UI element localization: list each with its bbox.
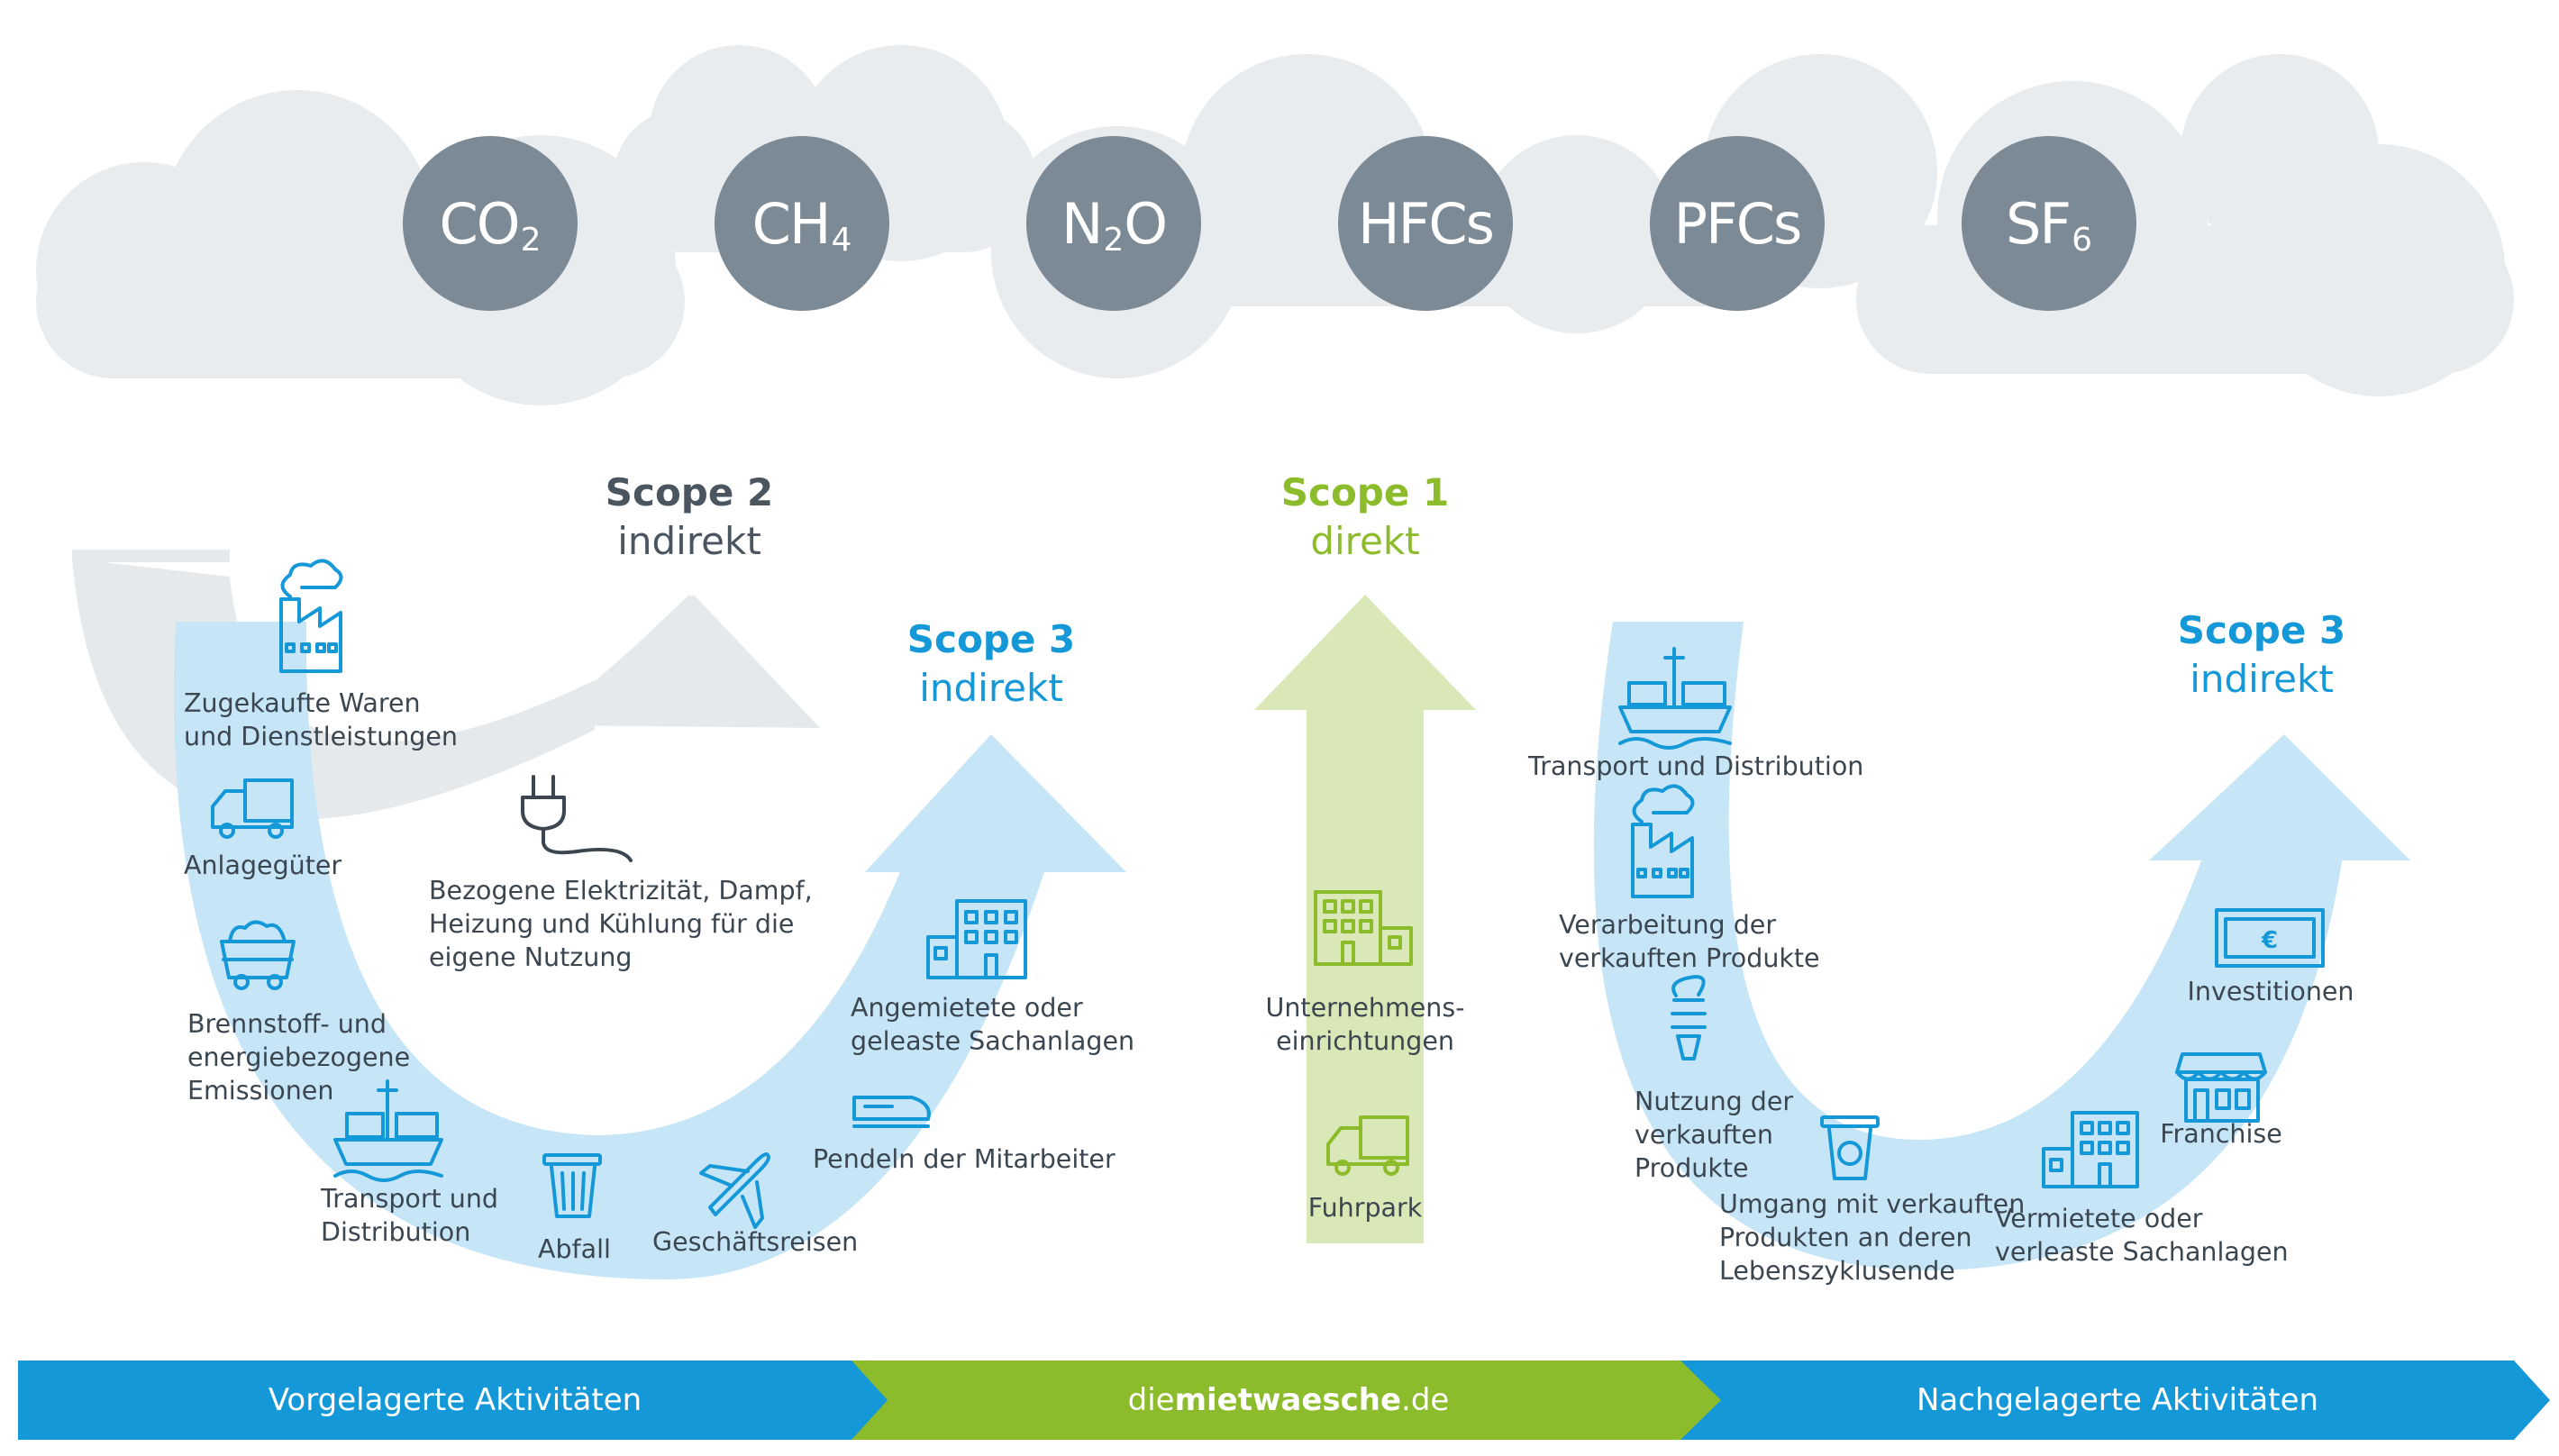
label-investitionen: Investitionen [2187, 977, 2354, 1006]
label-anlagegueter: Anlagegüter [184, 851, 342, 880]
brand-logo-text: diemietwaesche.de [892, 1360, 1685, 1440]
company-building-icon [1314, 890, 1413, 966]
scope1-title: Scope 1 [1280, 470, 1450, 514]
scope3-downstream-subtitle: indirekt [2190, 657, 2334, 701]
label-transport-downstream: Transport und Distribution [1528, 751, 1864, 781]
label-abfall: Abfall [538, 1234, 611, 1264]
trash-bin-icon [542, 1153, 602, 1218]
scope3-upstream-heading: Scope 3 indirekt [847, 615, 1135, 713]
coal-cart-icon [220, 920, 296, 990]
scope3-upstream-arc [174, 622, 1126, 1279]
brand-prefix: die [1127, 1382, 1175, 1418]
bottom-band [18, 1360, 2550, 1440]
label-fuhrpark: Fuhrpark [1307, 1193, 1423, 1223]
brand-suffix: .de [1401, 1382, 1450, 1418]
scope3-upstream-title: Scope 3 [906, 617, 1076, 661]
building-icon [926, 899, 1027, 979]
label-elektrizitaet: Bezogene Elektrizität, Dampf,Heizung und… [429, 876, 813, 972]
power-plug-icon [521, 775, 633, 862]
light-bulb-icon [1671, 975, 1707, 1060]
brand-name: mietwaesche [1174, 1382, 1402, 1418]
scope3-downstream-title: Scope 3 [2177, 608, 2346, 652]
scope3-downstream-heading: Scope 3 indirekt [2117, 606, 2406, 704]
factory-icon-downstream [1631, 784, 1695, 898]
scope1-subtitle: direkt [1310, 519, 1420, 563]
gas-circle-hfcs: HFCs [1338, 136, 1513, 311]
scope2-title: Scope 2 [605, 470, 774, 514]
shop-icon [2175, 1052, 2267, 1123]
gas-circle-pfcs: PFCs [1650, 136, 1825, 311]
scope3-upstream-subtitle: indirekt [919, 666, 1063, 710]
band-downstream-label: Nachgelagerte Aktivitäten [1916, 1382, 2319, 1418]
scope3-downstream-arc [1593, 622, 2410, 1270]
band-upstream-label: Vorgelagerte Aktivitäten [268, 1382, 642, 1418]
scope2-subtitle: indirekt [617, 519, 761, 563]
train-icon [852, 1096, 931, 1128]
recycling-bin-icon [1820, 1115, 1880, 1180]
factory-icon [279, 559, 343, 673]
euro-symbol: € [2261, 927, 2278, 954]
scope2-heading: Scope 2 indirekt [545, 469, 833, 566]
label-geschaeftsreisen: Geschäftsreisen [652, 1227, 859, 1257]
rental-building-icon [2042, 1111, 2139, 1188]
banknote-icon [2215, 908, 2325, 968]
scope1-arrow [1254, 595, 1476, 1243]
scope1-heading: Scope 1 direkt [1221, 469, 1509, 566]
label-pendeln: Pendeln der Mitarbeiter [813, 1144, 1116, 1174]
label-unternehmenseinrichtungen: Unternehmens-einrichtungen [1265, 993, 1465, 1056]
ship-icon-downstream [1618, 647, 1732, 750]
truck-icon [211, 778, 294, 839]
fleet-truck-icon [1326, 1115, 1409, 1176]
airplane-icon [699, 1152, 770, 1229]
label-franchise: Franchise [2160, 1119, 2282, 1149]
ship-icon [333, 1079, 443, 1182]
